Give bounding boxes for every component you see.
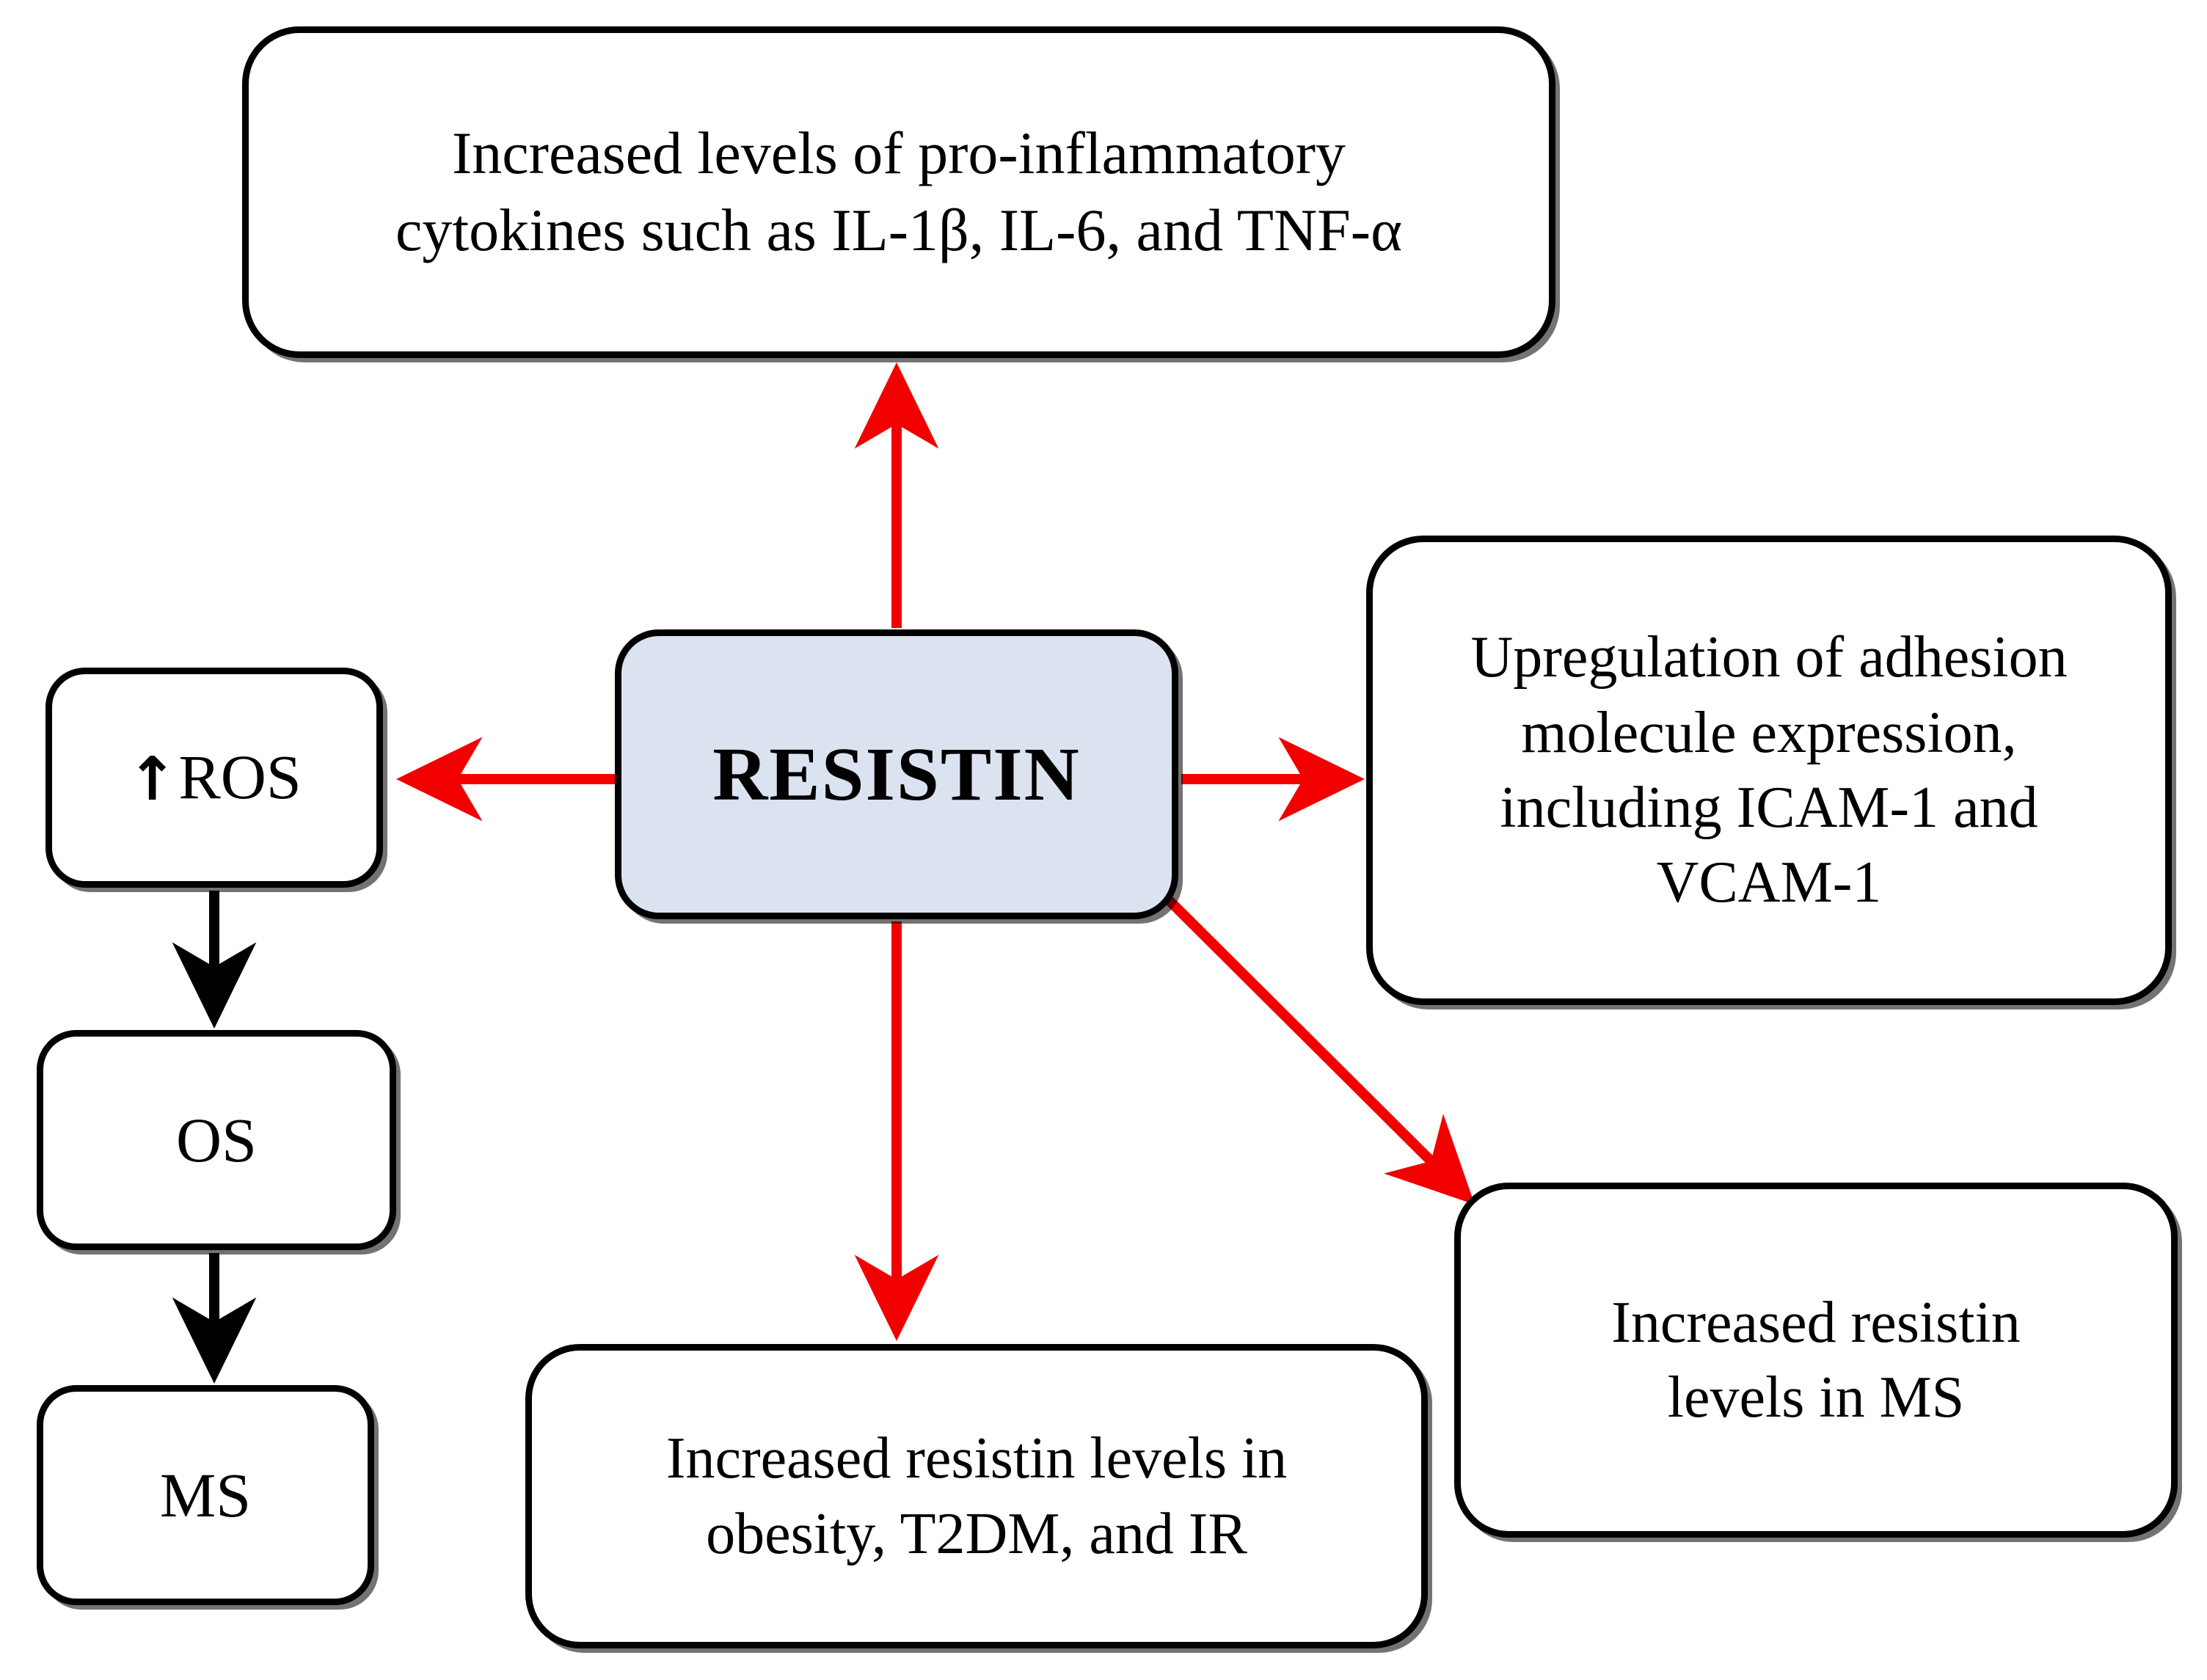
node-label: Upregulation of adhesion molecule expres… [1470, 625, 2068, 916]
node-increased-resistin-levels-in-ms[interactable]: Increased resistin levels in MS [1454, 1183, 2178, 1538]
node-label: ROS [178, 742, 302, 813]
node-ms[interactable]: MS [37, 1385, 374, 1605]
node-os[interactable]: OS [37, 1030, 396, 1250]
up-arrow-icon: ↑ [127, 745, 178, 815]
node-label: OS [176, 1104, 257, 1175]
node-label: Increased levels of pro-inflammatory cyt… [395, 120, 1403, 263]
node-adhesion-molecule-upregulation[interactable]: Upregulation of adhesion molecule expres… [1366, 536, 2172, 1005]
node-label: MS [159, 1459, 252, 1530]
node-label: RESISTIN [712, 731, 1081, 817]
node-ros[interactable]: ↑ROS [45, 668, 383, 888]
node-resistin[interactable]: RESISTIN [615, 629, 1178, 919]
node-label: Increased resistin levels in obesity, T2… [665, 1426, 1288, 1566]
node-label-wrapper: ↑ROS [52, 737, 376, 818]
node-pro-inflammatory-cytokines[interactable]: Increased levels of pro-inflammatory cyt… [242, 26, 1555, 358]
node-increased-resistin-obesity-t2dm-ir[interactable]: Increased resistin levels in obesity, T2… [525, 1344, 1428, 1648]
node-label: Increased resistin levels in MS [1611, 1290, 2021, 1430]
